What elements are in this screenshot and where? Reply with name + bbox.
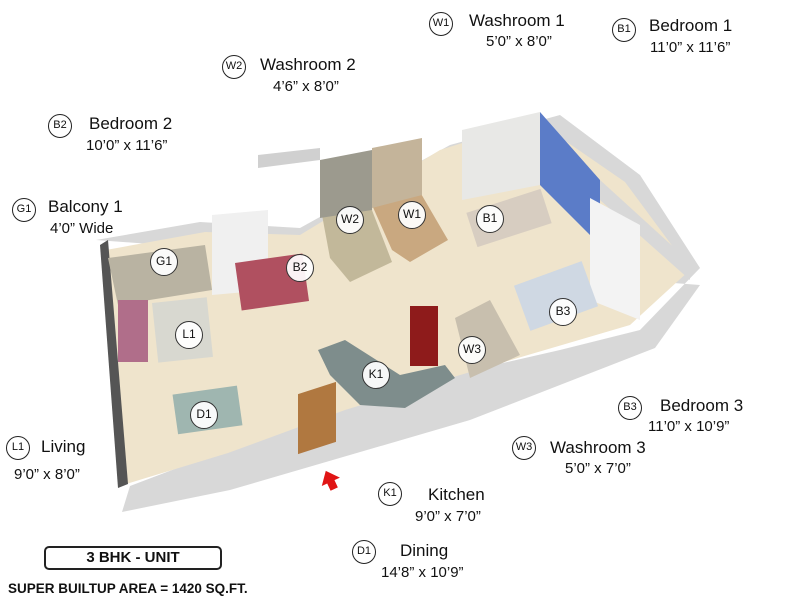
legend-name-b2: Bedroom 2 (89, 114, 173, 133)
wall-right (600, 180, 690, 280)
legend-badge-w1: W1 (429, 12, 453, 36)
legend-name-b1: Bedroom 1 (649, 16, 733, 35)
legend-name-k1: Kitchen (428, 485, 485, 504)
wall-tile-w1 (372, 138, 422, 208)
plan-badge-w2: W2 (336, 206, 364, 234)
legend-badge-g1: G1 (12, 198, 36, 222)
fridge (410, 306, 438, 366)
legend-dims-d1: 14’8” x 10’9” (381, 564, 464, 581)
legend-name-w3: Washroom 3 (550, 438, 646, 457)
plan-badge-b2: B2 (286, 254, 314, 282)
legend-dims-w2: 4’6” x 8’0” (273, 78, 339, 95)
legend-badge-b3: B3 (618, 396, 642, 420)
wall-b3 (590, 198, 640, 320)
legend-badge-w2: W2 (222, 55, 246, 79)
entry-arrow-icon (321, 470, 340, 491)
legend-badge-w3: W3 (512, 436, 536, 460)
legend-name-b3: Bedroom 3 (660, 396, 744, 415)
legend-name-w2: Washroom 2 (260, 55, 356, 74)
legend-dims-b2: 10’0” x 11’6” (86, 137, 168, 154)
legend-dims-w3: 5’0” x 7’0” (565, 460, 631, 477)
wall-tile-w2 (320, 150, 372, 218)
sofa (118, 300, 148, 362)
legend-name-l1: Living (41, 437, 86, 456)
legend-dims-l1: 9’0” x 8’0” (14, 466, 80, 483)
plan-badge-w3: W3 (458, 336, 486, 364)
plan-badge-d1: D1 (190, 401, 218, 429)
unit-type-label: 3 BHK - UNIT (44, 546, 222, 570)
plan-badge-w1: W1 (398, 201, 426, 229)
legend-name-w1: Washroom 1 (469, 11, 565, 30)
super-builtup-area: SUPER BUILTUP AREA = 1420 SQ.FT. (8, 581, 248, 596)
plan-badge-g1: G1 (150, 248, 178, 276)
legend-name-g1: Balcony 1 (48, 197, 123, 216)
legend-dims-b1: 11’0” x 11’6” (650, 39, 731, 56)
legend-badge-b2: B2 (48, 114, 72, 138)
plan-badge-b1: B1 (476, 205, 504, 233)
legend-dims-b3: 11’0” x 10’9” (648, 418, 730, 435)
legend-badge-l1: L1 (6, 436, 30, 460)
bed-b3 (513, 261, 599, 331)
wall-top (258, 148, 320, 168)
plan-badge-b3: B3 (549, 298, 577, 326)
plan-badge-k1: K1 (362, 361, 390, 389)
legend-badge-k1: K1 (378, 482, 402, 506)
legend-badge-b1: B1 (612, 18, 636, 42)
legend-name-d1: Dining (400, 541, 449, 560)
wall-bedroom1 (462, 112, 540, 200)
door (298, 381, 336, 455)
legend-badge-d1: D1 (352, 540, 376, 564)
wall-left (100, 240, 128, 488)
legend-dims-g1: 4’0” Wide (50, 220, 114, 237)
accent-wall (540, 112, 600, 245)
legend-dims-k1: 9’0” x 7’0” (415, 508, 481, 525)
plan-badge-l1: L1 (175, 321, 203, 349)
legend-dims-w1: 5’0” x 8’0” (486, 33, 552, 50)
